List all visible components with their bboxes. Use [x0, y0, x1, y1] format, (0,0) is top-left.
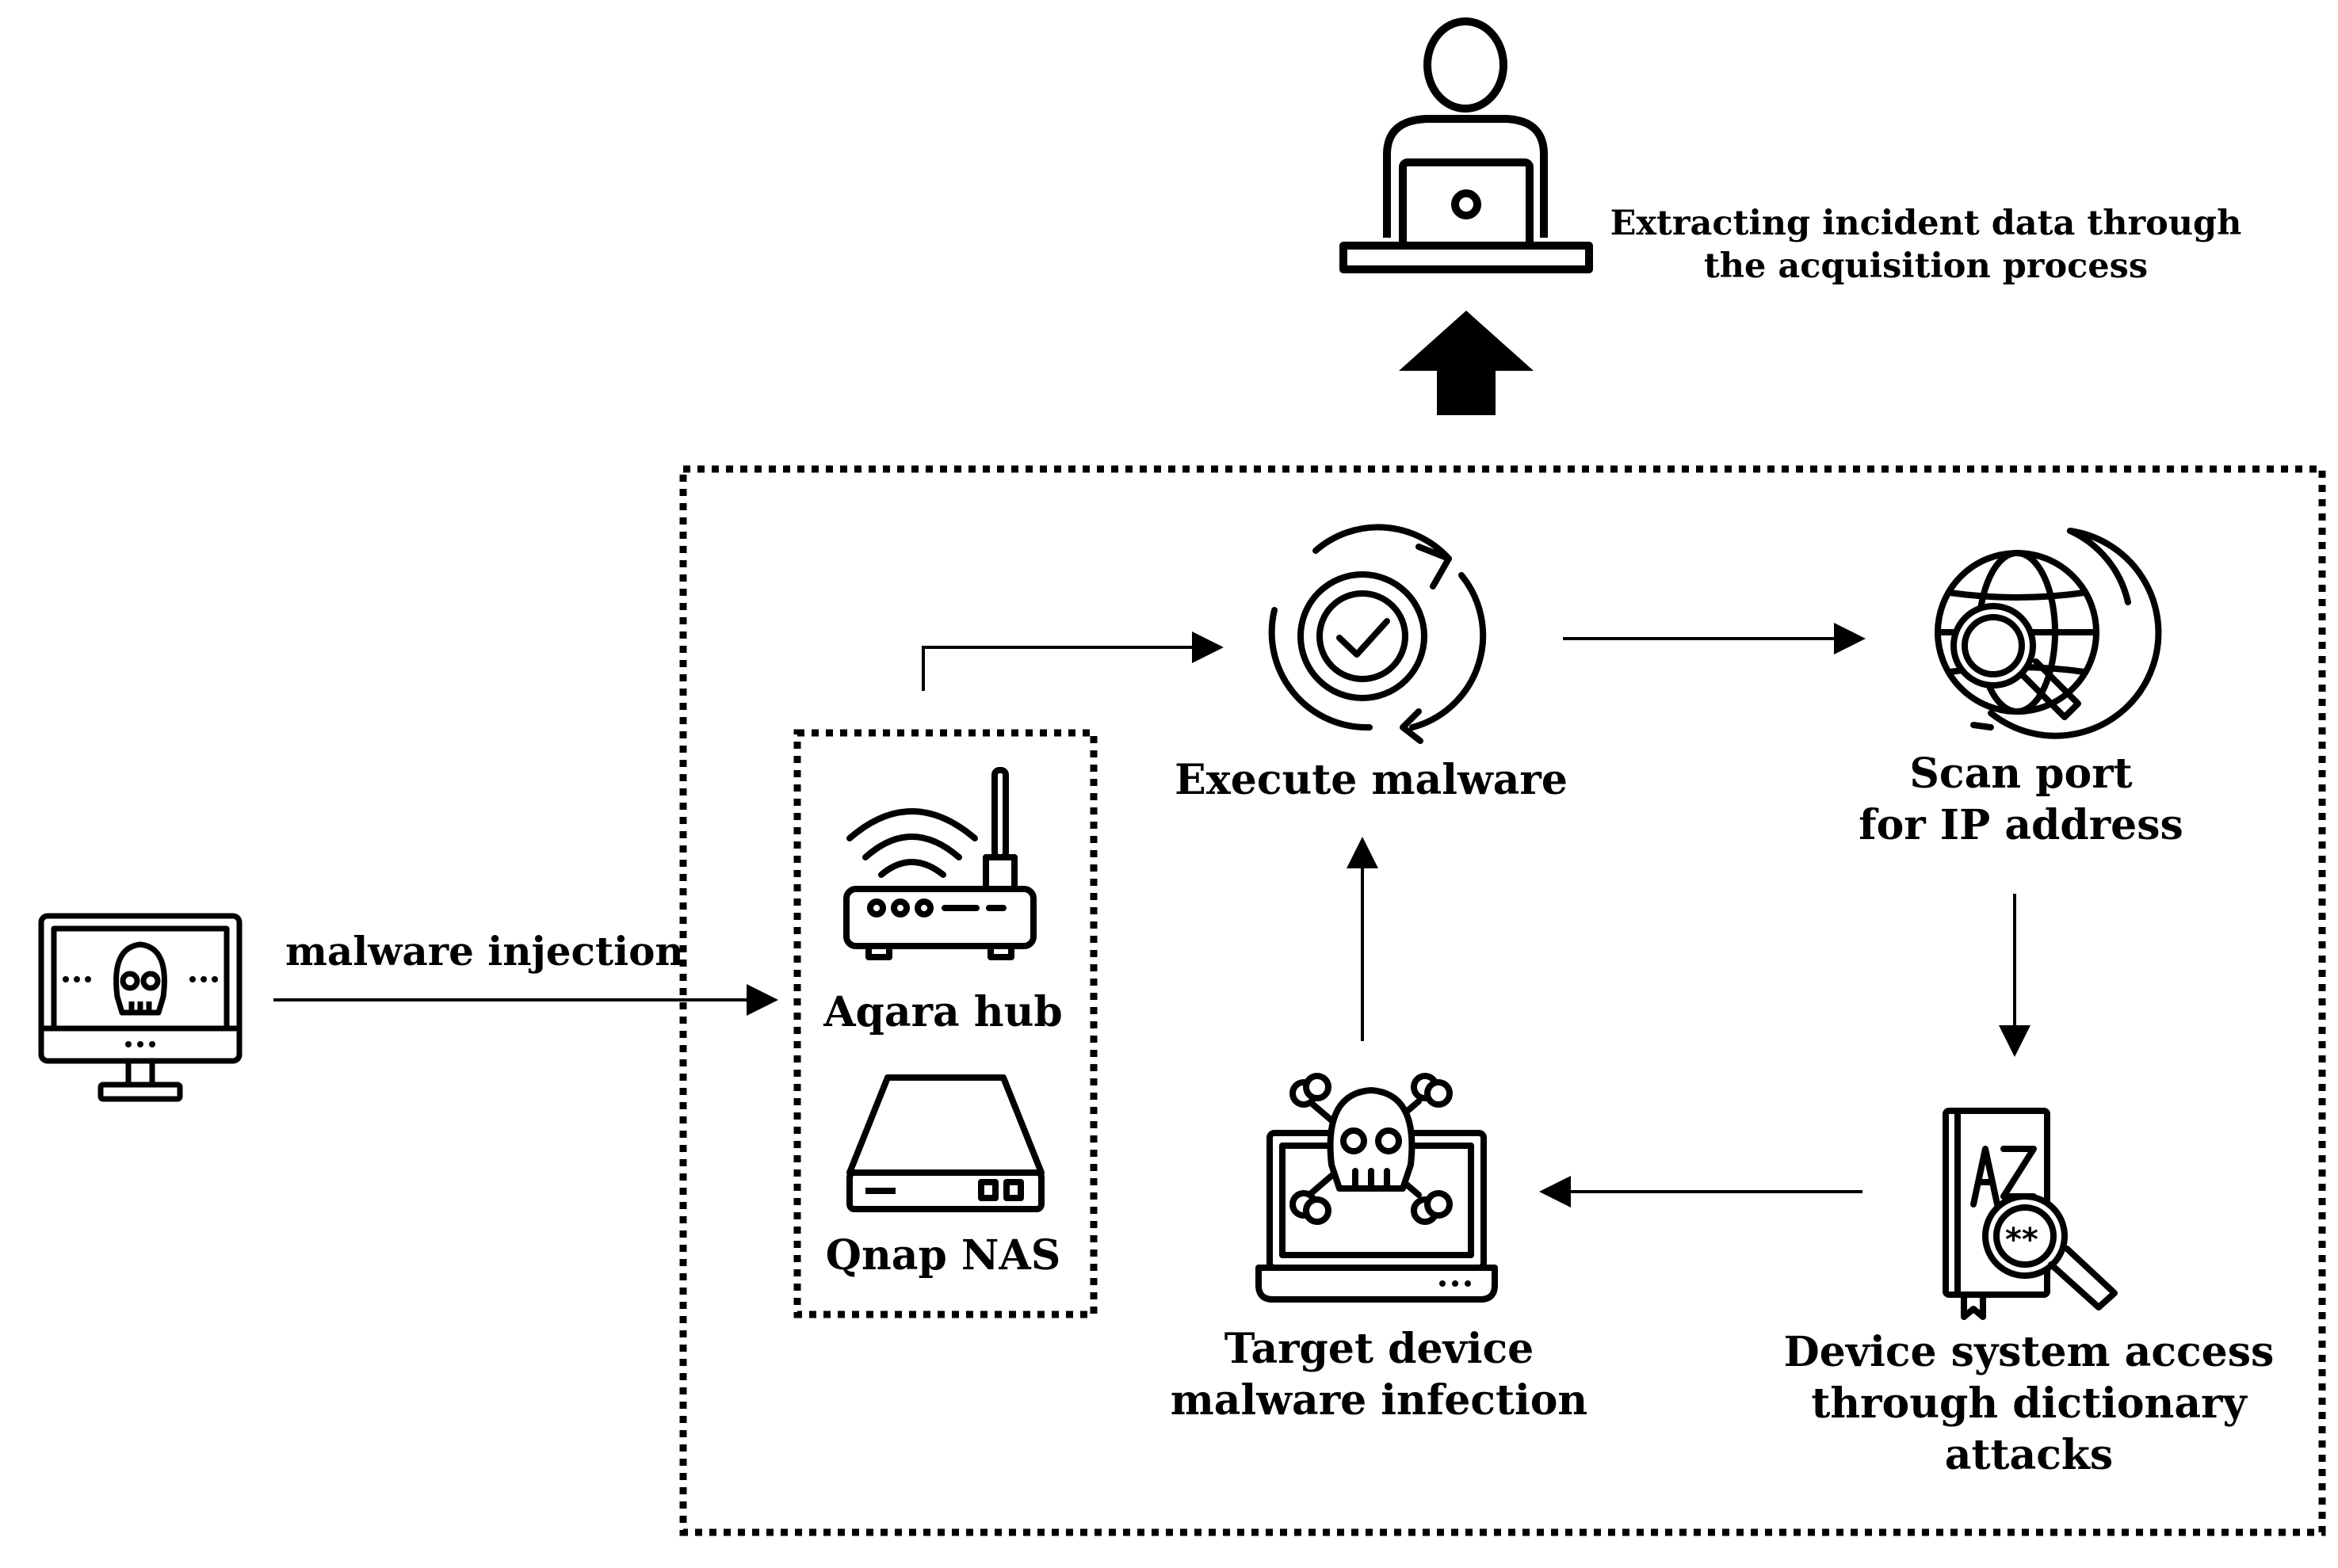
- scan-port-label: Scan port for IP address: [1823, 748, 2219, 851]
- scan-port-line: for IP address: [1859, 801, 2183, 849]
- password-dots: **: [2005, 1222, 2038, 1258]
- investigator-laptop-icon: [1339, 17, 1593, 273]
- execute-malware-label: Execute malware: [1175, 756, 1568, 804]
- aqara-hub-label: Aqara hub: [823, 988, 1063, 1036]
- device-group-boundary: [793, 729, 1098, 1318]
- qnap-nas-label: Qnap NAS: [825, 1231, 1061, 1280]
- extracting-line: Extracting incident data through: [1610, 204, 2242, 243]
- dictionary-book-icon: [1943, 1108, 2118, 1320]
- scan-port-line: Scan port: [1909, 750, 2133, 798]
- skull-monitor-icon: [38, 913, 243, 1102]
- malware-injection-label: malware injection: [285, 928, 684, 975]
- monitor-dots: [63, 976, 218, 1047]
- svg-text:**: **: [2005, 1222, 2038, 1258]
- nas-drive-icon: [846, 1074, 1045, 1212]
- flow-arrows: [273, 623, 2030, 1207]
- device-access-line: attacks: [1944, 1431, 2114, 1479]
- up-arrow-icon: [1399, 311, 1534, 415]
- arrow-to-execute: [922, 631, 1224, 691]
- skull-laptop-icon: [1255, 1073, 1498, 1303]
- wifi-router-icon: [843, 767, 1037, 960]
- globe-magnifier-icon: [1935, 528, 2162, 739]
- laptop-indicator-dots: [1439, 1280, 1471, 1287]
- extracting-label: Extracting incident data through the acq…: [1609, 203, 2243, 288]
- device-access-line: Device system access: [1783, 1328, 2275, 1376]
- device-access-line: through dictionary: [1811, 1379, 2247, 1428]
- target-device-label: Target device malware infection: [1141, 1323, 1617, 1426]
- outer-boundary: [679, 465, 2326, 1536]
- device-access-label: Device system access through dictionary …: [1775, 1326, 2283, 1481]
- extracting-line: the acquisition process: [1703, 246, 2149, 286]
- target-device-line: Target device: [1224, 1325, 1534, 1373]
- gear-check-icon: [1268, 524, 1487, 744]
- target-device-line: malware infection: [1170, 1376, 1588, 1425]
